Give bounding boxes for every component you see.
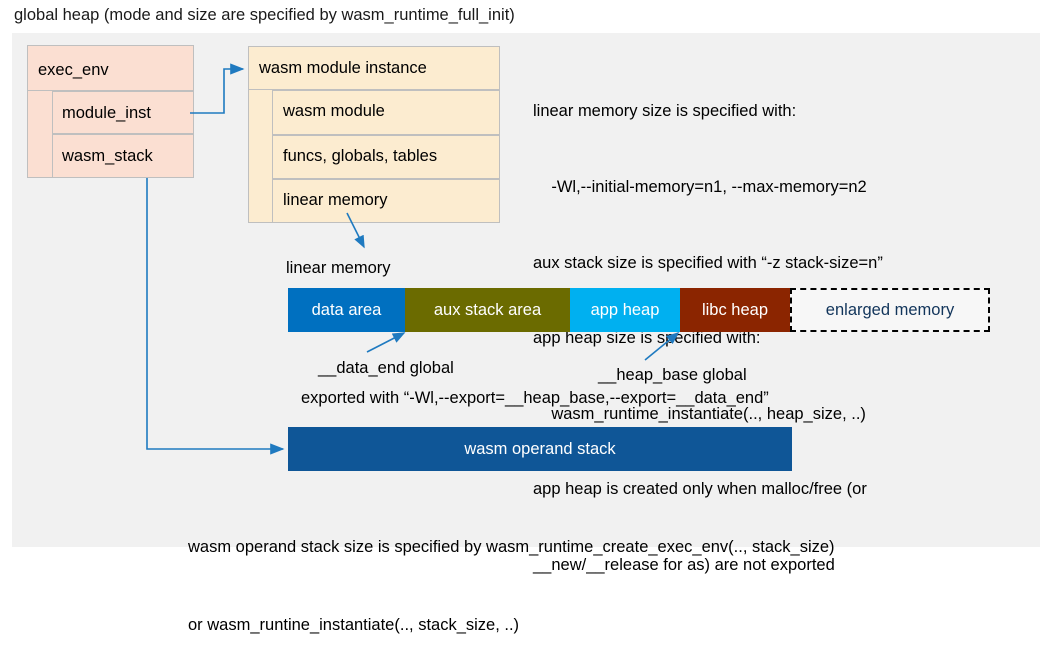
segment-data-area: data area: [288, 288, 405, 332]
arrow-linear-memory-detail: [346, 212, 365, 249]
wasm-stack-cell: [52, 134, 194, 178]
info-note-line: app heap size is specified with:: [533, 329, 761, 348]
data-end-annotation: __data_end global: [318, 359, 454, 377]
wasm-module-instance-header-cell: [248, 46, 500, 90]
funcs-globals-tables-cell: [272, 135, 500, 179]
linear-memory-cell-label: linear memory: [283, 191, 388, 209]
wasm-stack-label: wasm_stack: [62, 147, 153, 165]
funcs-globals-tables-label: funcs, globals, tables: [283, 147, 438, 165]
arrow-heap-base-pointer: [644, 331, 680, 361]
info-note-line: linear memory size is specified with:: [533, 102, 797, 121]
wasm-operand-stack-box: wasm operand stack: [288, 427, 792, 471]
linear-memory-notes: linear memory size is specified with: -W…: [533, 49, 1033, 603]
exec-env-header-cell: [27, 45, 194, 91]
heap-base-annotation: __heap_base global: [598, 366, 747, 384]
exec-env-label: exec_env: [38, 61, 109, 79]
page-title: global heap (mode and size are specified…: [14, 6, 515, 24]
module-inst-label: module_inst: [62, 104, 151, 122]
exported-with-annotation: exported with “-Wl,--export=__heap_base,…: [301, 389, 769, 407]
bottom-note-line: or wasm_runtine_instantiate(.., stack_si…: [188, 616, 520, 634]
wasm-module-label: wasm module: [283, 102, 385, 120]
arrow-data-end-pointer: [366, 332, 406, 353]
segment-app-heap: app heap: [570, 288, 680, 332]
info-note-line: wasm_runtime_instantiate(.., heap_size, …: [533, 404, 866, 423]
info-note-line: app heap is created only when malloc/fre…: [533, 480, 867, 499]
arrow-module-inst-to-instance: [190, 63, 245, 114]
wasm-module-cell: [272, 90, 500, 135]
info-note-line: aux stack size is specified with “-z sta…: [533, 253, 883, 272]
linear-memory-bar: data area aux stack area app heap libc h…: [288, 288, 990, 332]
connector-overlay: [146, 63, 680, 455]
arrow-wasm-stack-to-operand-stack: [146, 178, 285, 455]
info-note-line: -Wl,--initial-memory=n1, --max-memory=n2: [533, 178, 867, 197]
wasm-module-instance-label: wasm module instance: [259, 59, 427, 77]
segment-enlarged-memory: enlarged memory: [790, 288, 990, 332]
linear-memory-cell: [272, 179, 500, 223]
linear-memory-caption: linear memory: [286, 259, 391, 277]
segment-libc-heap: libc heap: [680, 288, 790, 332]
segment-aux-stack-area: aux stack area: [405, 288, 570, 332]
module-inst-cell: [52, 91, 194, 134]
